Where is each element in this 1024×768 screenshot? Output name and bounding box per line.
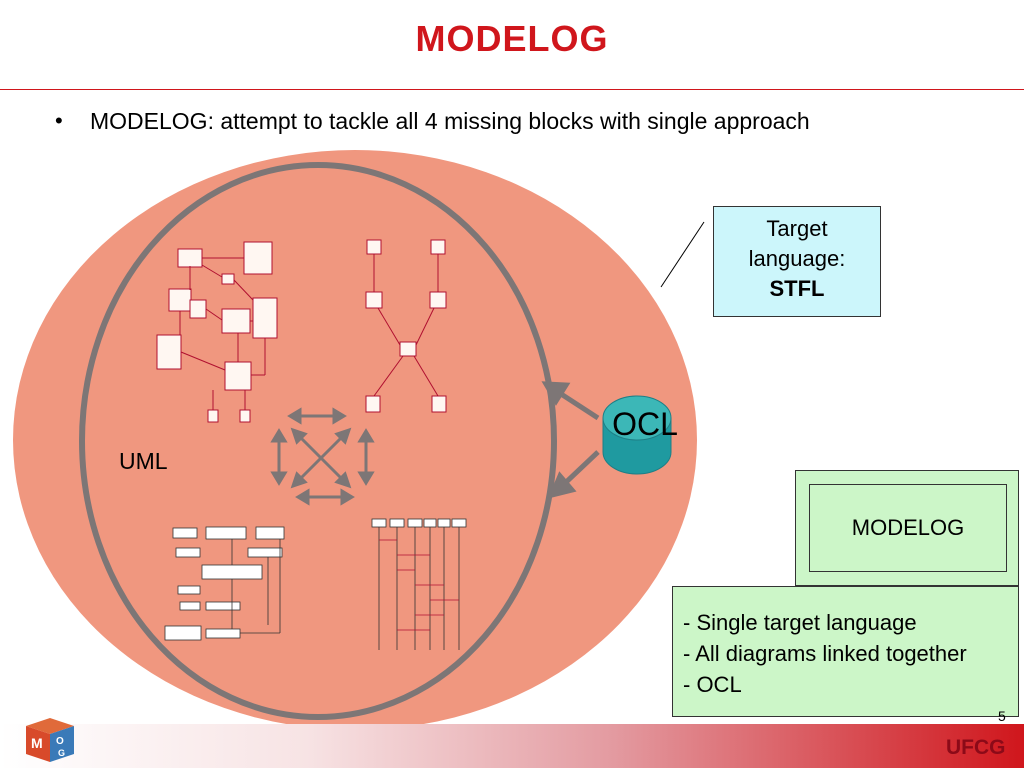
footer-bar [0, 724, 1024, 768]
uml-label: UML [119, 448, 168, 474]
sequence-diagram-thumbnail [371, 518, 467, 650]
ocl-cylinder [602, 395, 672, 475]
svg-text:M: M [31, 735, 43, 751]
feature-item: - All diagrams linked together [683, 641, 967, 666]
feature-item: - OCL [683, 672, 742, 697]
salmon-ellipse [13, 150, 697, 730]
target-callout-line [660, 221, 705, 288]
ocl-arrows [541, 381, 600, 499]
uml-boundary-ellipse [79, 162, 557, 720]
features-box: - Single target language - All diagrams … [672, 586, 1019, 717]
title-divider [0, 89, 1024, 90]
feature-item: - Single target language [683, 610, 917, 635]
ocl-label: OCL [612, 406, 678, 442]
target-line-1: Target [766, 216, 828, 241]
mcode-logo-icon: M O G [26, 718, 74, 762]
target-language-name: STFL [769, 276, 825, 301]
target-line-2: language: [748, 246, 846, 271]
bullet-icon: • [55, 108, 63, 133]
bullet-text: MODELOG: attempt to tackle all 4 missing… [90, 108, 810, 134]
collaboration-diagram-thumbnail [365, 239, 447, 413]
svg-text:G: G [58, 748, 65, 758]
target-language-box: Target language: STFL [713, 206, 881, 317]
modelog-box: MODELOG [809, 484, 1007, 572]
slide-title: MODELOG [415, 18, 609, 59]
svg-text:O: O [56, 736, 64, 747]
activity-diagram-thumbnail [164, 526, 285, 641]
ufcg-label: UFCG [946, 736, 1006, 759]
linking-arrows [270, 407, 375, 506]
target-line-3: STFL [714, 274, 880, 304]
page-number: 5 [998, 708, 1006, 724]
class-diagram-thumbnail [156, 241, 278, 423]
